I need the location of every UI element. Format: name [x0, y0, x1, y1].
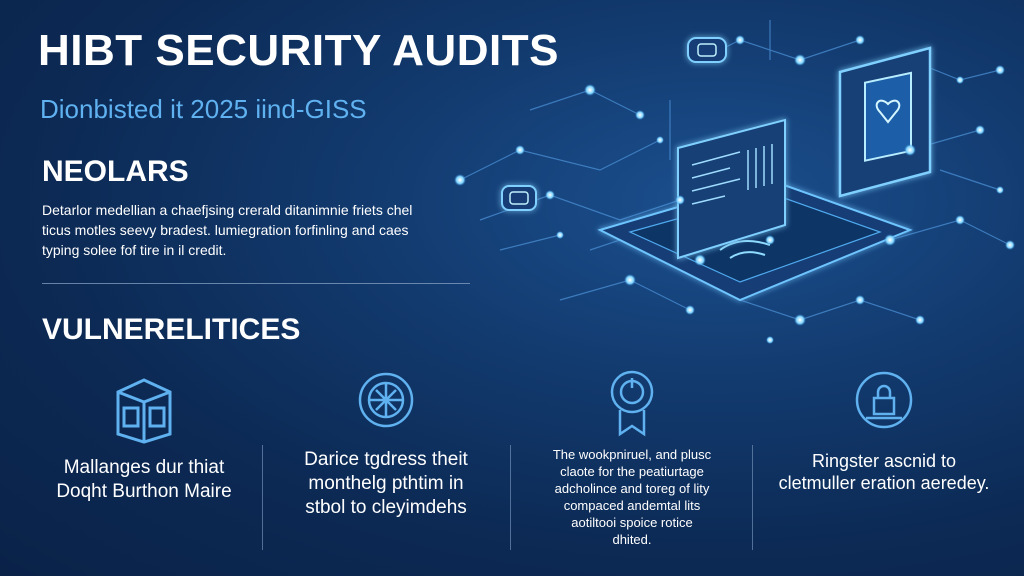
section-divider [42, 283, 470, 284]
vulnerability-text-2: Darice tgdress theit monthelg pthtim in … [304, 449, 468, 518]
vulnerability-text-1: Mallanges dur thiat Doqht Burthon Maire [56, 457, 232, 502]
glow-dots [454, 35, 1015, 344]
section-body-text: Detarlor medellian a chaefjsing crerald … [42, 202, 413, 258]
server-monitor [838, 46, 932, 198]
vulnerability-text-4: Ringster ascnid to cletmuller eration ae… [778, 451, 990, 493]
floating-chip-icon [687, 37, 727, 63]
security-illustration [454, 20, 1015, 344]
server-block-icon [116, 378, 172, 444]
column-separator [752, 445, 753, 550]
vulnerability-card-3: The wookpniruel, and plusc claote for th… [512, 368, 752, 558]
section-heading-vulnerabilities: VULNERELITICES [42, 313, 301, 346]
floating-chip-icon [501, 185, 537, 211]
vulnerability-text-3: The wookpniruel, and plusc claote for th… [552, 447, 712, 547]
vulnerability-card-1: Mallanges dur thiat Doqht Burthon Maire [24, 368, 264, 558]
laptop-screen [677, 118, 786, 260]
page-subtitle: Dionbisted it 2025 iind-GISS [40, 94, 367, 124]
vulnerability-card-4: Ringster ascnid to cletmuller eration ae… [764, 368, 1004, 558]
vulnerability-card-2: Darice tgdress theit monthelg pthtim in … [266, 368, 506, 558]
column-separator [262, 445, 263, 550]
section-heading-neolars: NEOLARS [42, 155, 189, 188]
page-title: HIBT SECURITY AUDITS [38, 26, 559, 75]
shield-lock-icon [855, 371, 913, 429]
column-separator [510, 445, 511, 550]
lock-badge-icon [610, 370, 654, 437]
globe-network-icon [358, 372, 414, 428]
